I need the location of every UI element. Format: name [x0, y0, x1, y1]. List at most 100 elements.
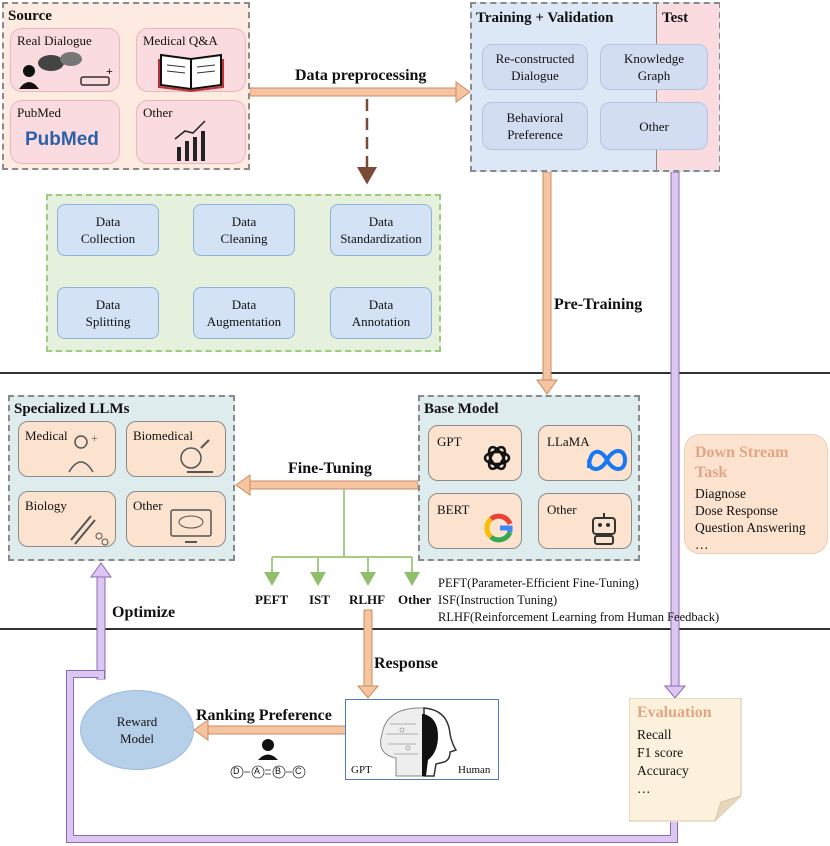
train-val-title: Training + Validation	[476, 10, 614, 26]
pre-training-label: Pre-Training	[554, 296, 643, 313]
step-data-splitting: Data Splitting	[57, 287, 159, 339]
train-val-card-knowledge-graph: Knowledge Graph	[600, 44, 708, 90]
train-val-card-other: Other	[600, 102, 708, 150]
pubmed-logo: PubMed	[25, 129, 99, 151]
card-label: Other	[547, 502, 577, 517]
specialized-llms-panel: Specialized LLMs Medical + Biomedical Bi…	[8, 395, 235, 561]
test-title: Test	[662, 10, 689, 26]
base-model-panel: Base Model GPT LLaMA BERT Other	[418, 395, 640, 561]
step-data-augmentation: Data Augmentation	[193, 287, 295, 339]
base-model-card-llama: LLaMA	[538, 425, 632, 481]
evaluation-item: …	[637, 781, 651, 796]
pubmed-logo-pub: Pub	[25, 129, 61, 150]
step-data-annotation: Data Annotation	[330, 287, 432, 339]
gpt-human-head-icon	[380, 707, 458, 777]
svg-text:+: +	[106, 64, 113, 78]
pubmed-logo-med: Med	[60, 129, 99, 150]
downstream-title: Down Stream Task	[695, 444, 789, 481]
source-card-medical-qa: Medical Q&A	[136, 28, 246, 93]
section-divider-2	[0, 628, 830, 630]
evaluation-title: Evaluation	[637, 704, 712, 721]
microscope-icon	[180, 439, 213, 473]
train-val-card-reconstructed-dialogue: Re-constructed Dialogue	[482, 44, 588, 90]
evaluation-note: Evaluation Recall F1 score Accuracy …	[629, 698, 742, 822]
specialized-card-biomedical: Biomedical	[126, 421, 226, 477]
specialized-llms-title: Specialized LLMs	[14, 401, 130, 417]
note-shape	[629, 698, 742, 822]
method-ist: IST	[309, 592, 330, 607]
test-to-evaluation-arrow	[663, 171, 687, 699]
downstream-item: Dose Response	[695, 503, 778, 518]
step-data-collection: Data Collection	[57, 204, 159, 256]
card-label: Medical Q&A	[143, 33, 218, 48]
section-divider-1	[0, 372, 830, 374]
downstream-item: …	[695, 537, 709, 552]
card-label: Other	[133, 498, 163, 513]
train-val-panel: Training + Validation Test Re-constructe…	[470, 2, 720, 172]
card-label: Medical	[25, 428, 68, 443]
pre-training-arrow	[536, 171, 558, 395]
doctor-icon: +	[68, 431, 98, 473]
base-model-title: Base Model	[424, 401, 499, 417]
rank-d: D	[233, 766, 240, 776]
fine-tuning-label: Fine-Tuning	[288, 460, 372, 477]
source-card-other: Other	[136, 100, 246, 164]
train-val-card-behavioral-preference: Behavioral Preference	[482, 102, 588, 150]
method-rlhf: RLHF	[349, 592, 386, 607]
robot-icon	[592, 513, 616, 545]
rank-b: B	[275, 766, 282, 776]
rank-c: C	[295, 766, 302, 776]
method-other: Other	[398, 592, 432, 607]
source-title: Source	[8, 8, 52, 24]
svg-text:+: +	[91, 431, 98, 445]
human-caption: Human	[458, 764, 491, 776]
base-model-card-other: Other	[538, 493, 632, 549]
step-data-standardization: Data Standardization	[330, 204, 432, 256]
base-model-card-gpt: GPT	[428, 425, 522, 481]
specialized-card-medical: Medical +	[18, 421, 116, 477]
source-panel: Source Real Dialogue + Medical Q&A PubMe…	[2, 2, 250, 170]
downstream-items: Diagnose Dose Response Question Answerin…	[695, 485, 806, 553]
method-legend-rlhf: RLHF(Reinforcement Learning from Human F…	[438, 610, 720, 624]
step-data-cleaning: Data Cleaning	[193, 204, 295, 256]
specialized-card-biology: Biology	[18, 491, 116, 547]
method-tree	[264, 489, 420, 586]
method-legend: PEFT(Parameter-Efficient Fine-Tuning) IS…	[438, 575, 719, 626]
monitor-cloud-icon	[170, 509, 212, 543]
card-label: Biology	[25, 498, 67, 513]
card-label: Biomedical	[133, 428, 193, 443]
evaluation-item: Recall	[637, 727, 672, 742]
data-preprocessing-arrow	[249, 81, 471, 103]
google-icon	[484, 513, 513, 543]
gpt-human-image: GPT Human	[345, 699, 499, 780]
base-model-card-bert: BERT	[428, 493, 522, 549]
card-label: LLaMA	[547, 434, 590, 449]
meta-icon	[587, 449, 628, 471]
specialized-card-other: Other	[126, 491, 226, 547]
method-peft: PEFT	[255, 592, 289, 607]
downstream-item: Question Answering	[695, 520, 806, 535]
card-label: BERT	[437, 502, 470, 517]
evaluation-item: F1 score	[637, 745, 684, 760]
source-card-pubmed: PubMed PubMed	[10, 100, 120, 164]
gpt-caption: GPT	[351, 764, 372, 776]
data-preprocessing-label: Data preprocessing	[295, 67, 427, 84]
dialogue-icon: +	[19, 52, 113, 89]
card-label: GPT	[437, 434, 462, 449]
reward-model: Reward Model	[80, 690, 194, 770]
optimize-label: Optimize	[112, 604, 176, 621]
rank-a: A	[254, 766, 261, 776]
openai-icon	[483, 445, 511, 471]
bar-chart-icon	[174, 120, 206, 161]
dna-icon	[70, 515, 109, 546]
response-label: Response	[374, 655, 439, 672]
ranking-preference-label: Ranking Preference	[196, 707, 332, 724]
card-label: Other	[143, 105, 173, 120]
response-arrow	[356, 609, 380, 699]
downstream-item: Diagnose	[695, 486, 746, 501]
evaluation-items: Recall F1 score Accuracy …	[637, 726, 689, 798]
downstream-task-box: Down Stream Task Diagnose Dose Response …	[684, 434, 828, 554]
card-label: Real Dialogue	[17, 33, 92, 48]
